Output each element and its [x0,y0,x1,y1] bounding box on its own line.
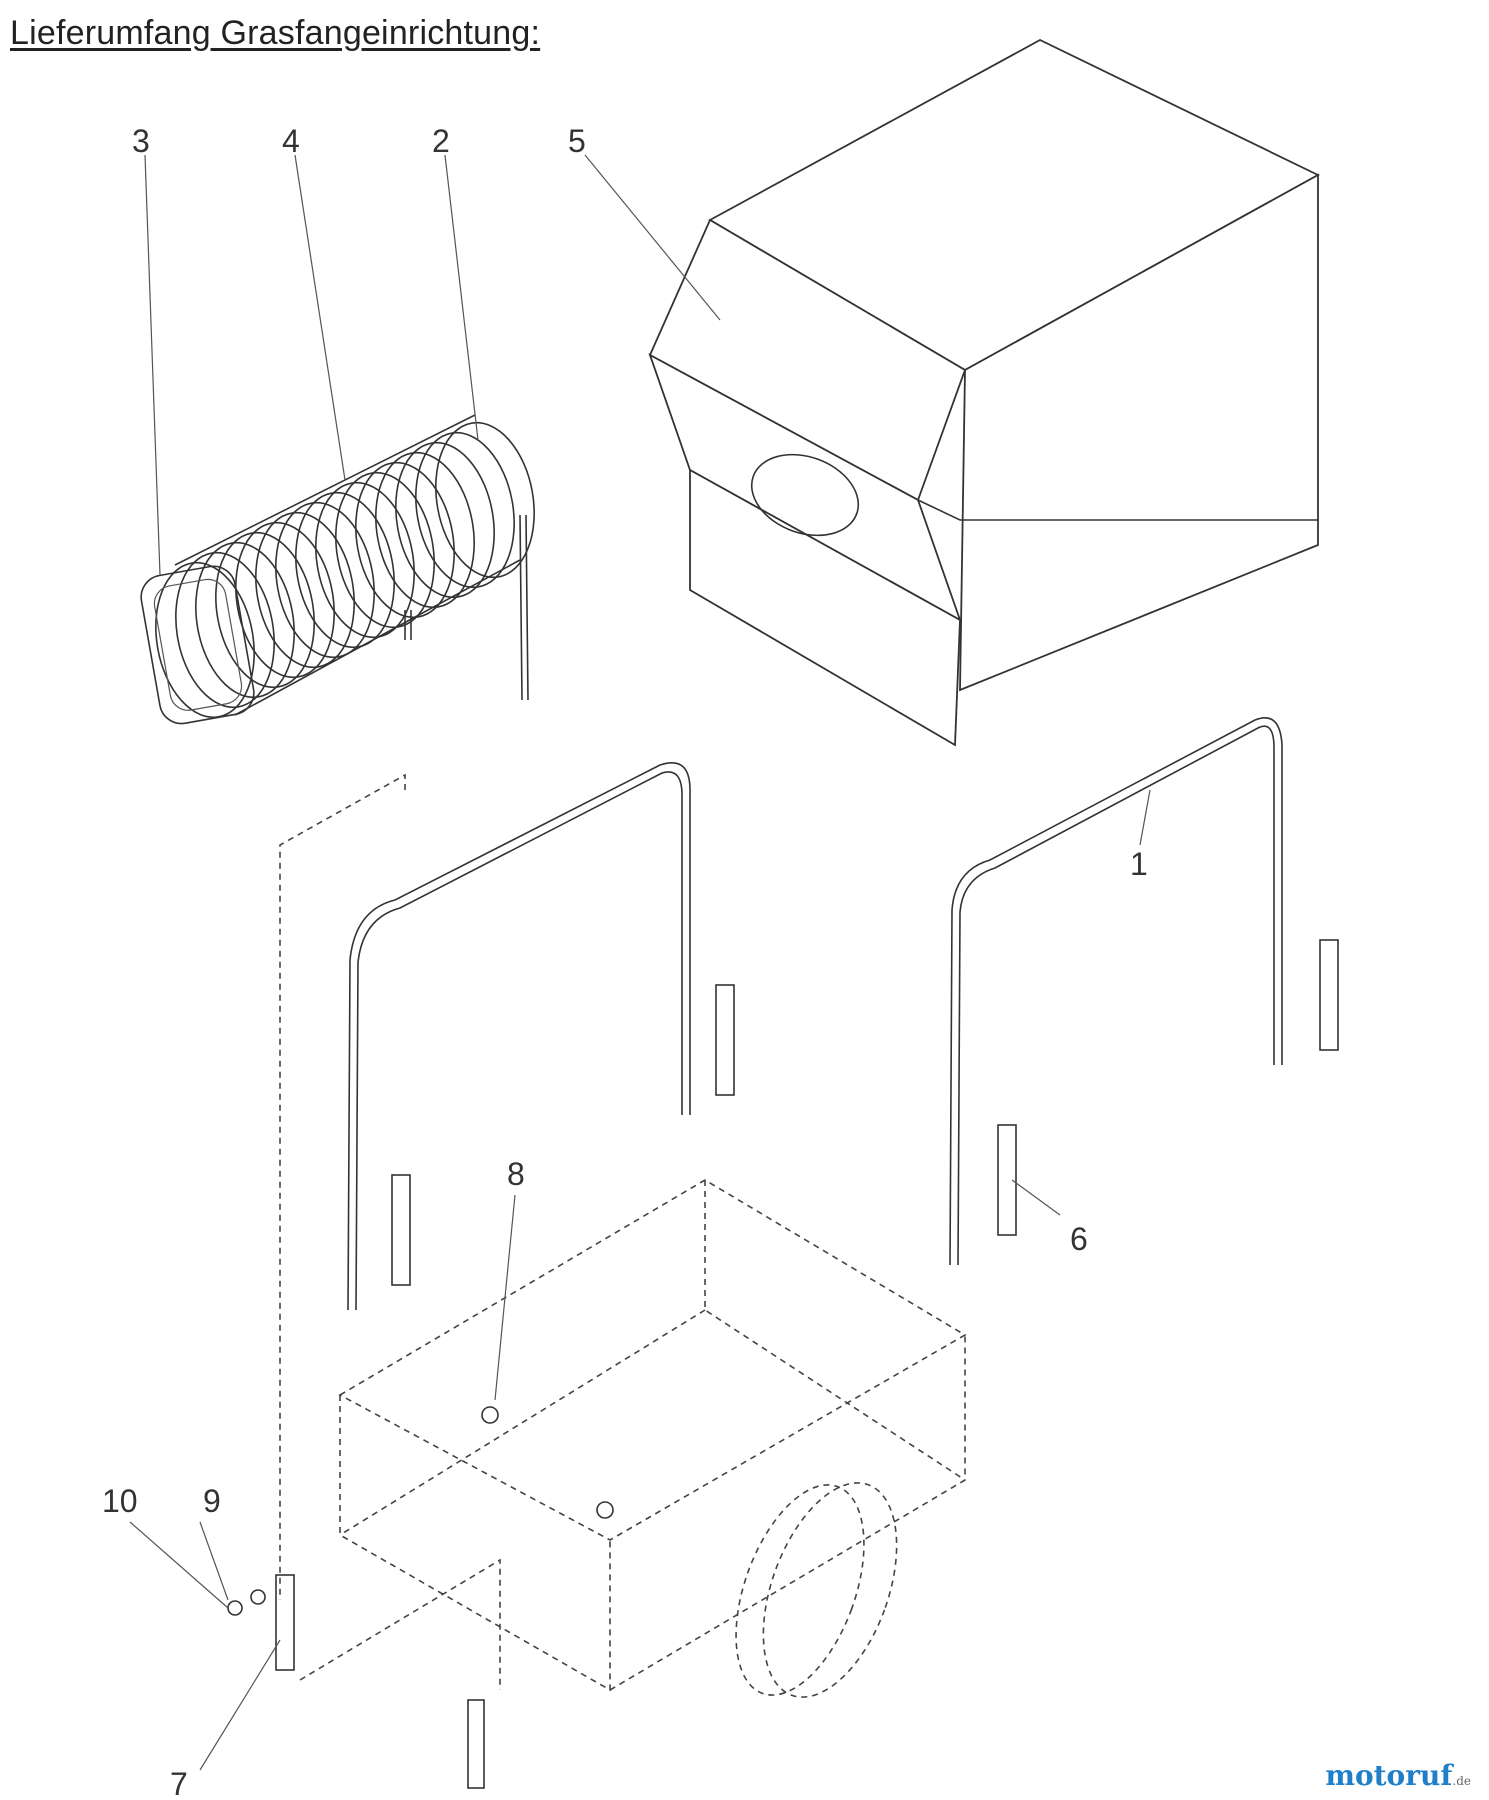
hitch-bracket-icon [275,1574,485,1789]
callout-2: 2 [432,123,450,159]
leader-lines [129,154,1151,1771]
callout-10: 10 [102,1483,138,1519]
flexible-hose-icon [140,414,535,725]
callout-7: 7 [170,1766,188,1800]
hose-ring [415,431,515,589]
hose-ring [435,421,535,579]
logo-tld: .de [1452,1774,1471,1788]
hose-ring [175,551,275,709]
nut-icon [227,1600,243,1616]
hose-ring [215,531,315,689]
frame-bar-icon [347,717,1283,1311]
callout-8: 8 [507,1156,525,1192]
hose-ring [195,541,295,699]
callout-1: 1 [1130,846,1148,882]
washer-icon [250,1589,266,1605]
callout-6: 6 [1070,1221,1088,1257]
screw-icon [481,1406,614,1519]
hose-ring [335,471,435,629]
cart-outline [279,773,967,1698]
callout-3: 3 [132,123,150,159]
page-title: Lieferumfang Grasfangeinrichtung: [10,14,541,52]
bracket-icon [391,939,1339,1286]
hose-ring [315,481,415,639]
hose-ring [295,491,395,649]
callout-5: 5 [568,123,586,159]
hose-ring [375,451,475,609]
hose-ring [395,441,495,599]
hose-ring [275,501,375,659]
hose-ring [355,461,455,619]
hose-ring [255,511,355,669]
logo-main: motoruf [1325,1759,1453,1792]
grass-bag-icon [648,38,1320,747]
brand-logo: motoruf.de [1325,1759,1471,1792]
callout-4: 4 [282,123,300,159]
callout-9: 9 [203,1483,221,1519]
hose-ring [235,521,335,679]
